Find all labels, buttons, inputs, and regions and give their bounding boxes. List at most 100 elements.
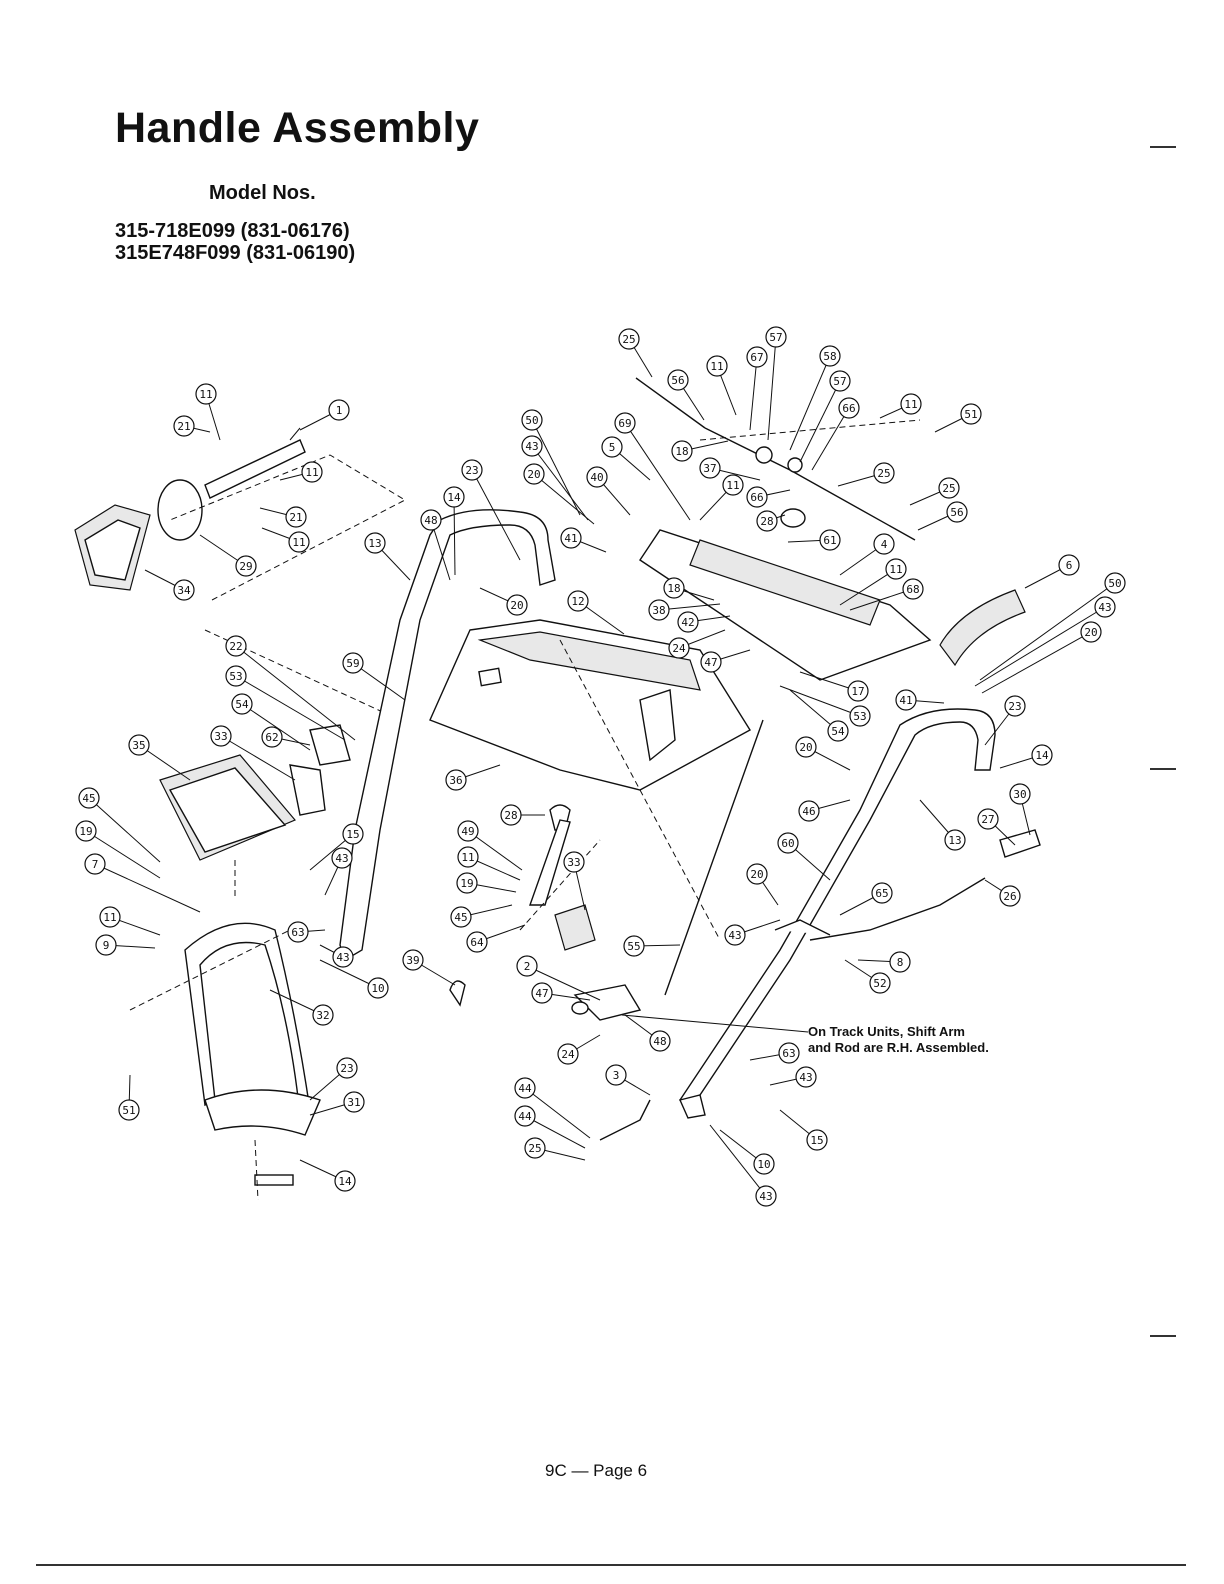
callout-bubble <box>331 847 353 869</box>
callout-label: 61 <box>823 534 836 547</box>
callout-bubble <box>336 1057 358 1079</box>
callout-leader-line <box>799 380 841 463</box>
callout-label: 35 <box>132 739 145 752</box>
callout-label: 59 <box>346 657 359 670</box>
callout-label: 44 <box>518 1110 532 1123</box>
callout-bubble <box>523 463 545 485</box>
part-callout: 43 <box>521 435 589 521</box>
part-callout: 31 <box>309 1091 365 1116</box>
part-callout: 25 <box>618 328 653 378</box>
part-callout: 9 <box>95 934 156 956</box>
part-callout: 63 <box>749 1042 800 1064</box>
part-callout: 50 <box>979 572 1126 681</box>
callout-label: 22 <box>229 640 242 653</box>
callout-bubble <box>849 705 871 727</box>
callout-label: 20 <box>1084 626 1097 639</box>
part-callout: 23 <box>984 695 1026 746</box>
part-callout: 43 <box>324 847 353 896</box>
callout-bubble <box>895 689 917 711</box>
part-callout: 68 <box>849 578 924 611</box>
callout-label: 24 <box>672 642 686 655</box>
callout-label: 28 <box>504 809 517 822</box>
part-callout: 54 <box>789 689 849 742</box>
callout-bubble <box>960 403 982 425</box>
callout-label: 58 <box>823 350 836 363</box>
callout-label: 49 <box>461 825 474 838</box>
callout-label: 45 <box>454 911 467 924</box>
shift-control-bracket <box>635 377 932 681</box>
part-callout: 42 <box>677 611 731 633</box>
part-callout: 14 <box>999 744 1053 769</box>
callout-bubble <box>755 1185 777 1207</box>
part-callout: 11 <box>457 846 521 881</box>
callout-bubble <box>443 486 465 508</box>
callout-bubble <box>819 345 841 367</box>
callout-leader-line <box>767 336 777 441</box>
callout-label: 25 <box>877 467 890 480</box>
callout-label: 6 <box>1066 559 1073 572</box>
callout-label: 20 <box>527 468 540 481</box>
part-callout: 47 <box>531 982 591 1004</box>
part-callout: 50 <box>521 409 581 516</box>
callout-label: 2 <box>524 960 531 973</box>
part-callout: 44 <box>514 1105 586 1149</box>
part-callout: 40 <box>586 466 631 516</box>
model-number-2: 315E748F099 (831-06190) <box>115 242 356 264</box>
callout-leader-line <box>453 496 456 576</box>
callout-leader-line <box>85 830 161 879</box>
callout-bubble <box>334 1170 356 1192</box>
callout-bubble <box>287 921 309 943</box>
callout-label: 67 <box>750 351 763 364</box>
callout-label: 10 <box>371 982 384 995</box>
callout-leader-line <box>235 645 356 741</box>
part-callout: 6 <box>1024 554 1080 589</box>
callout-bubble <box>173 579 195 601</box>
part-callout: 23 <box>461 459 521 561</box>
callout-label: 44 <box>518 1082 532 1095</box>
callout-bubble <box>756 510 778 532</box>
part-callout: 33 <box>210 725 296 781</box>
part-callout: 53 <box>779 685 871 727</box>
callout-leader-line <box>467 830 523 871</box>
part-callout: 37 <box>699 457 761 481</box>
part-callout: 38 <box>648 599 721 621</box>
part-callout: 56 <box>667 369 705 421</box>
callout-bubble <box>746 346 768 368</box>
callout-label: 18 <box>667 582 680 595</box>
callout-bubble <box>746 486 768 508</box>
callout-bubble <box>521 435 543 457</box>
callout-label: 11 <box>726 479 739 492</box>
part-callout: 11 <box>261 527 310 553</box>
callout-bubble <box>99 906 121 928</box>
callout-bubble <box>84 853 106 875</box>
part-callout: 43 <box>319 944 354 968</box>
part-callout: 21 <box>173 415 211 437</box>
callout-label: 7 <box>92 858 99 871</box>
callout-bubble <box>261 726 283 748</box>
part-callout: 18 <box>663 577 715 601</box>
part-callout: 11 <box>195 383 221 441</box>
callout-label: 11 <box>889 563 902 576</box>
part-callout: 11 <box>699 474 744 521</box>
page-bottom-rule <box>36 1564 1186 1566</box>
callout-label: 19 <box>460 877 473 890</box>
callout-leader-line <box>235 675 346 741</box>
callout-bubble <box>557 1043 579 1065</box>
callout-label: 13 <box>948 834 961 847</box>
part-callout: 33 <box>563 851 586 911</box>
callout-label: 36 <box>449 774 462 787</box>
callout-bubble <box>677 611 699 633</box>
callout-bubble <box>1104 572 1126 594</box>
callout-bubble <box>128 734 150 756</box>
callout-label: 15 <box>346 828 359 841</box>
callout-label: 43 <box>799 1071 812 1084</box>
callout-bubble <box>601 436 623 458</box>
part-callout: 4 <box>839 533 895 576</box>
part-callout: 19 <box>75 820 161 879</box>
callout-label: 27 <box>981 813 994 826</box>
callout-label: 45 <box>82 792 95 805</box>
callout-label: 14 <box>447 491 461 504</box>
callout-bubble <box>1058 554 1080 576</box>
callout-bubble <box>873 462 895 484</box>
callout-label: 43 <box>336 951 349 964</box>
